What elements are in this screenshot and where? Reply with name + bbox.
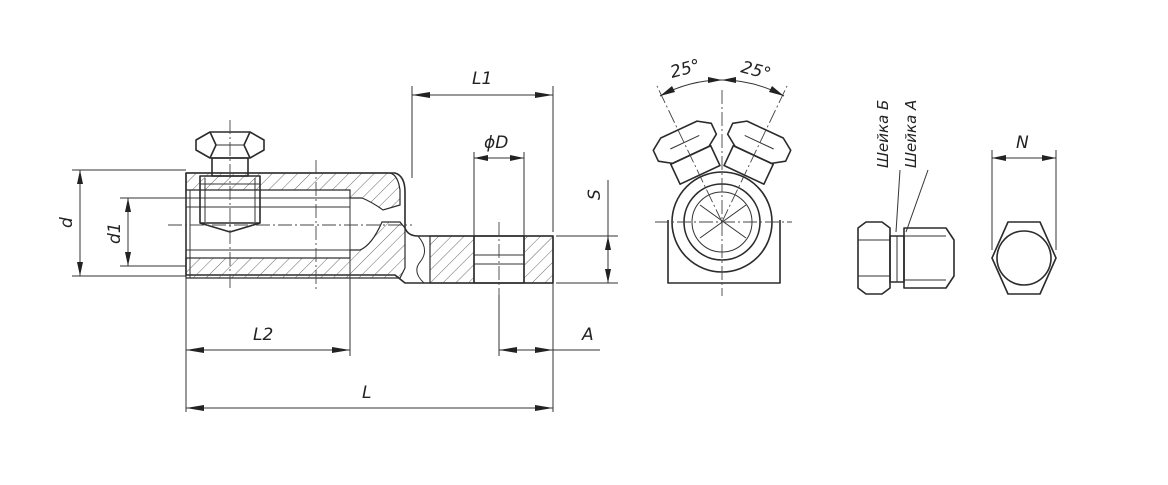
top-wall-hatch — [185, 172, 401, 211]
dim-D: ϕD — [484, 133, 508, 153]
end-view: 25° 25° — [652, 56, 792, 296]
dim-A: A — [581, 325, 594, 345]
dim-L: L — [362, 383, 371, 403]
lug-hatch-left — [429, 235, 475, 284]
dim-d: d — [57, 217, 77, 228]
lug-hatch-right — [523, 235, 554, 284]
dim-L1: L1 — [472, 69, 492, 89]
neck-a-label: Шейка А — [902, 100, 920, 168]
angle-right-label: 25° — [739, 58, 773, 85]
neck-b-label: Шейка Б — [874, 100, 892, 168]
dim-N: N — [1016, 133, 1029, 153]
dimensions-main: L1 ϕD S d d1 L2 — [57, 69, 618, 412]
dim-S: S — [585, 189, 605, 200]
hex-view: N — [991, 133, 1057, 295]
dim-L2: L2 — [253, 325, 273, 345]
screw-detail: Шейка Б Шейка А — [857, 100, 955, 295]
angle-left-label: 25° — [668, 56, 702, 83]
dim-d1: d1 — [105, 222, 125, 244]
bore — [185, 197, 351, 259]
